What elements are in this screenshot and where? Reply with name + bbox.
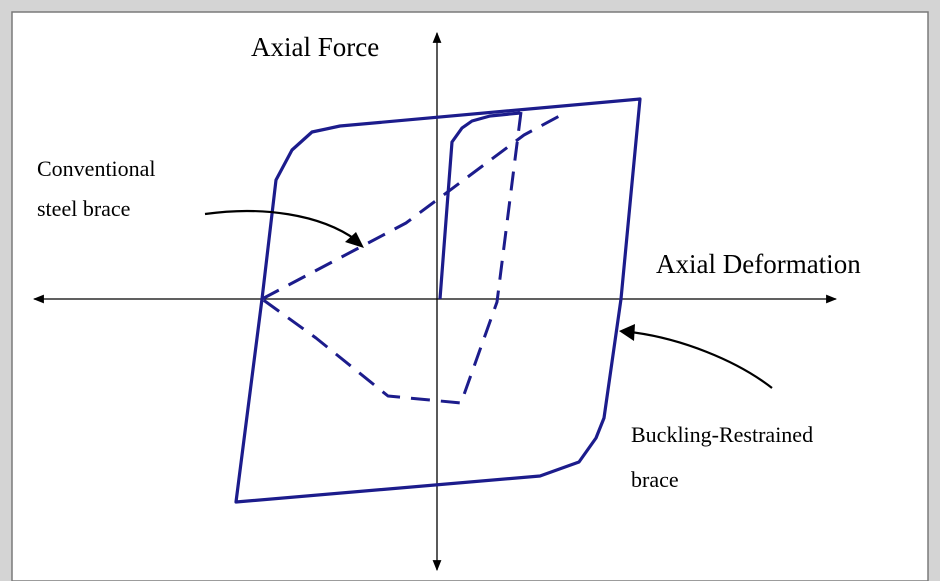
- brb-initial-branch: [438, 111, 521, 300]
- brb-leader: [629, 330, 773, 389]
- diagram-canvas: [11, 11, 929, 581]
- brb-label-line2: brace: [631, 467, 679, 492]
- x-axis-label: Axial Deformation: [656, 249, 861, 279]
- brb-label-line1: Buckling-Restrained: [631, 422, 813, 447]
- conventional-leader: [204, 209, 357, 241]
- conventional-leader-arrowhead: [345, 232, 364, 248]
- conventional-brace-curve: [261, 111, 566, 405]
- conventional-label-line1: Conventional: [37, 156, 156, 181]
- brb-outer-loop: [234, 97, 642, 504]
- conventional-label-line2: steel brace: [37, 196, 130, 221]
- brb-leader-arrowhead: [619, 324, 635, 341]
- y-axis-label: Axial Force: [251, 32, 379, 62]
